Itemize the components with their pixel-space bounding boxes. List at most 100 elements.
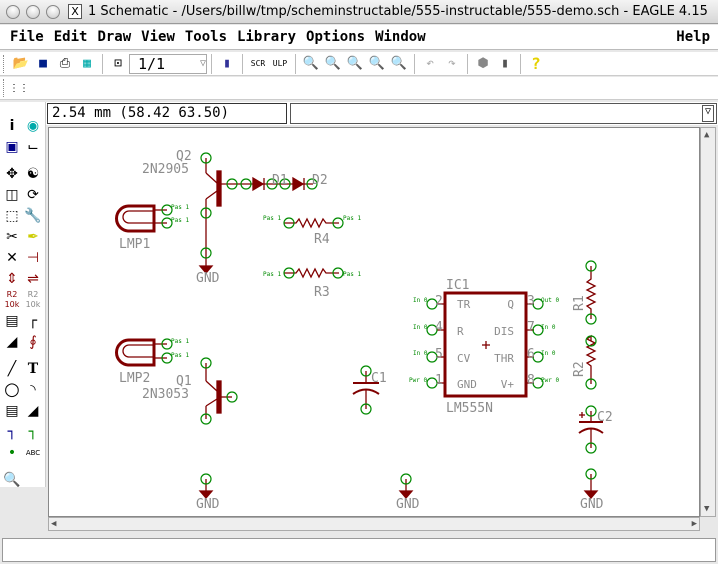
label-icon[interactable]: ABC (25, 449, 41, 457)
capacitor-c2[interactable] (578, 411, 604, 448)
text-icon[interactable]: T (27, 361, 39, 377)
save-icon[interactable]: ■ (39, 56, 47, 71)
copy-icon[interactable]: ☯ (26, 166, 40, 182)
chevron-down-icon[interactable]: ▽ (702, 105, 714, 122)
capacitor-c1[interactable] (352, 371, 380, 409)
horizontal-scrollbar[interactable]: ◀▶ (48, 517, 700, 531)
zoom-out-icon[interactable]: 🔍 (346, 56, 364, 71)
gnd-symbol[interactable] (398, 479, 414, 499)
resistor-r4[interactable] (284, 217, 339, 229)
help-icon[interactable]: ? (531, 54, 541, 73)
svg-text:DIS: DIS (494, 325, 514, 338)
zoom-fit-icon[interactable]: 🔍 (302, 56, 320, 71)
paste-icon[interactable]: ✒ (27, 229, 39, 245)
gateswap-icon[interactable]: ⇌ (27, 271, 39, 287)
info-icon[interactable]: i (9, 118, 15, 134)
svg-text:Pas 1: Pas 1 (171, 338, 189, 345)
cut-icon[interactable]: ✂ (6, 229, 18, 245)
mirror-icon[interactable]: ◫ (5, 187, 19, 203)
show-icon[interactable]: ◉ (26, 118, 40, 134)
ic-lm555n[interactable] (437, 291, 534, 398)
circle-icon[interactable]: ○ (4, 379, 20, 400)
scroll-left-icon[interactable]: ◀ (51, 519, 57, 529)
minimize-button[interactable] (26, 4, 40, 19)
move-icon[interactable]: ✥ (6, 166, 18, 182)
junction-icon[interactable]: • (7, 445, 17, 461)
ulp-icon[interactable]: ULP (272, 59, 288, 68)
display-layers-icon[interactable]: ▣ (5, 139, 19, 155)
change-icon[interactable]: 🔧 (24, 208, 42, 224)
script-icon[interactable]: SCR (250, 59, 266, 68)
stop-icon[interactable]: ⬢ (477, 56, 489, 71)
command-input[interactable]: ▽ (290, 103, 717, 124)
menu-library[interactable]: Library (237, 29, 297, 45)
pinswap-icon[interactable]: ⇕ (6, 271, 18, 287)
add-icon[interactable]: ⊣ (26, 250, 40, 266)
menu-view[interactable]: View (141, 29, 175, 45)
zoom-select-icon[interactable]: 🔍 (390, 56, 408, 71)
sheet-icon[interactable]: ⊡ (114, 56, 122, 71)
cam-icon[interactable]: ▦ (83, 56, 91, 71)
rotate-icon[interactable]: ⟳ (27, 187, 39, 203)
undo-icon[interactable]: ↶ (426, 56, 434, 71)
diode-d1[interactable] (252, 176, 265, 192)
print-icon[interactable]: ⎙ (59, 56, 71, 71)
menu-window[interactable]: Window (375, 29, 426, 45)
vertical-scrollbar[interactable]: ▲▼ (700, 127, 716, 517)
menu-options[interactable]: Options (306, 29, 366, 45)
open-icon[interactable]: 📂 (12, 56, 30, 71)
erc-icon[interactable]: 🔍 (3, 472, 21, 488)
toolbar-grip[interactable] (3, 54, 7, 73)
rectangle-icon[interactable]: ▤ (5, 403, 19, 419)
arc-icon[interactable]: ◝ (30, 382, 36, 398)
resistor-r3[interactable] (284, 267, 339, 279)
mark-icon[interactable]: ⌙ (27, 139, 39, 155)
gnd-symbol[interactable] (583, 474, 599, 499)
lamp-lmp1[interactable] (115, 204, 168, 233)
go-icon[interactable]: ▮ (501, 56, 509, 71)
net-icon[interactable]: ┐ (28, 424, 38, 440)
split-icon[interactable]: ◢ (6, 334, 18, 350)
zoom-in-icon[interactable]: 🔍 (324, 56, 342, 71)
grid-icon[interactable]: ⋮⋮ (9, 82, 29, 94)
transistor-q1[interactable] (205, 363, 232, 419)
svg-text:GND: GND (196, 271, 220, 286)
svg-text:3: 3 (527, 294, 535, 309)
wire-icon[interactable]: ╱ (7, 361, 17, 377)
toolbar-grip[interactable] (3, 79, 7, 97)
scroll-down-icon[interactable]: ▼ (704, 504, 710, 514)
gnd-symbol[interactable] (198, 213, 214, 274)
svg-text:Pas 1: Pas 1 (343, 271, 361, 278)
group-icon[interactable]: ⬚ (5, 208, 19, 224)
miter-icon[interactable]: ┌ (28, 313, 38, 329)
close-button[interactable] (6, 4, 20, 19)
lamp-lmp2[interactable] (115, 338, 168, 367)
gnd-symbol[interactable] (198, 479, 214, 499)
polygon-icon[interactable]: ◢ (27, 403, 39, 419)
bus-icon[interactable]: ┐ (7, 424, 17, 440)
board-icon[interactable]: ▮ (223, 56, 231, 71)
svg-text:2: 2 (435, 294, 443, 309)
resistor-r2[interactable] (585, 334, 597, 384)
resistor-r1[interactable] (585, 266, 597, 319)
menu-file[interactable]: File (10, 29, 44, 45)
svg-text:Q: Q (507, 298, 514, 311)
scroll-right-icon[interactable]: ▶ (691, 519, 697, 529)
redo-icon[interactable]: ↷ (448, 56, 456, 71)
zoom-button[interactable] (46, 4, 60, 19)
scroll-up-icon[interactable]: ▲ (704, 130, 710, 140)
delete-icon[interactable]: ✕ (6, 250, 18, 266)
diode-d2[interactable] (292, 176, 305, 192)
smash-icon[interactable]: ▤ (5, 313, 19, 329)
menu-draw[interactable]: Draw (97, 29, 132, 45)
invoke-icon[interactable]: ∮ (29, 334, 37, 350)
menu-help[interactable]: Help (676, 29, 710, 45)
redraw-icon[interactable]: 🔍 (368, 56, 386, 71)
svg-text:In 0: In 0 (413, 297, 428, 304)
sheet-select[interactable]: 1/1▽ (129, 53, 207, 74)
menu-edit[interactable]: Edit (53, 29, 88, 45)
menu-tools[interactable]: Tools (184, 29, 228, 45)
